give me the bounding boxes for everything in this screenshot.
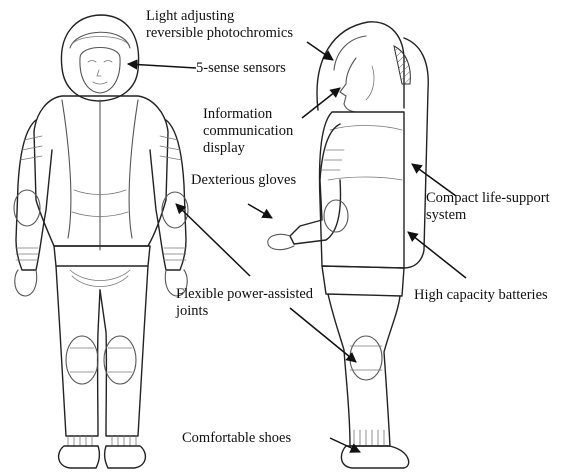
- arrow-photochromics: [307, 42, 333, 60]
- label-display: Information communication display: [203, 106, 293, 157]
- label-life-support-line2: system: [426, 207, 550, 224]
- label-shoes: Comfortable shoes: [182, 430, 291, 447]
- front-torso: [34, 96, 168, 266]
- callout-arrows: [128, 42, 466, 452]
- label-joints-line1: Flexible power-assisted: [176, 286, 313, 303]
- label-photochromics-line1: Light adjusting: [146, 8, 293, 25]
- label-gloves: Dexterious gloves: [191, 172, 296, 189]
- label-life-support-line1: Compact life-support: [426, 190, 550, 207]
- arrow-batteries: [408, 232, 466, 278]
- label-joints-line2: joints: [176, 303, 313, 320]
- front-arms: [14, 120, 188, 296]
- side-face: [340, 58, 374, 112]
- side-suit-figure: [268, 22, 428, 468]
- label-life-support: Compact life-support system: [426, 190, 550, 224]
- front-helmet: [61, 15, 138, 101]
- front-face: [80, 48, 120, 94]
- label-photochromics-line2: reversible photochromics: [146, 25, 293, 42]
- arrow-joints-front: [176, 204, 250, 276]
- front-legs: [56, 266, 148, 468]
- label-display-line3: display: [203, 140, 293, 157]
- life-support-backpack: [394, 38, 428, 268]
- label-display-line1: Information: [203, 106, 293, 123]
- label-photochromics: Light adjusting reversible photochromics: [146, 8, 293, 42]
- label-joints: Flexible power-assisted joints: [176, 286, 313, 320]
- front-suit-figure: [14, 15, 188, 468]
- arrow-display: [302, 88, 340, 118]
- arrow-gloves: [248, 204, 272, 218]
- label-sensors: 5-sense sensors: [196, 60, 286, 77]
- label-batteries: High capacity batteries: [414, 287, 548, 304]
- arrow-shoes: [330, 438, 360, 452]
- side-torso: [320, 112, 405, 296]
- label-display-line2: communication: [203, 123, 293, 140]
